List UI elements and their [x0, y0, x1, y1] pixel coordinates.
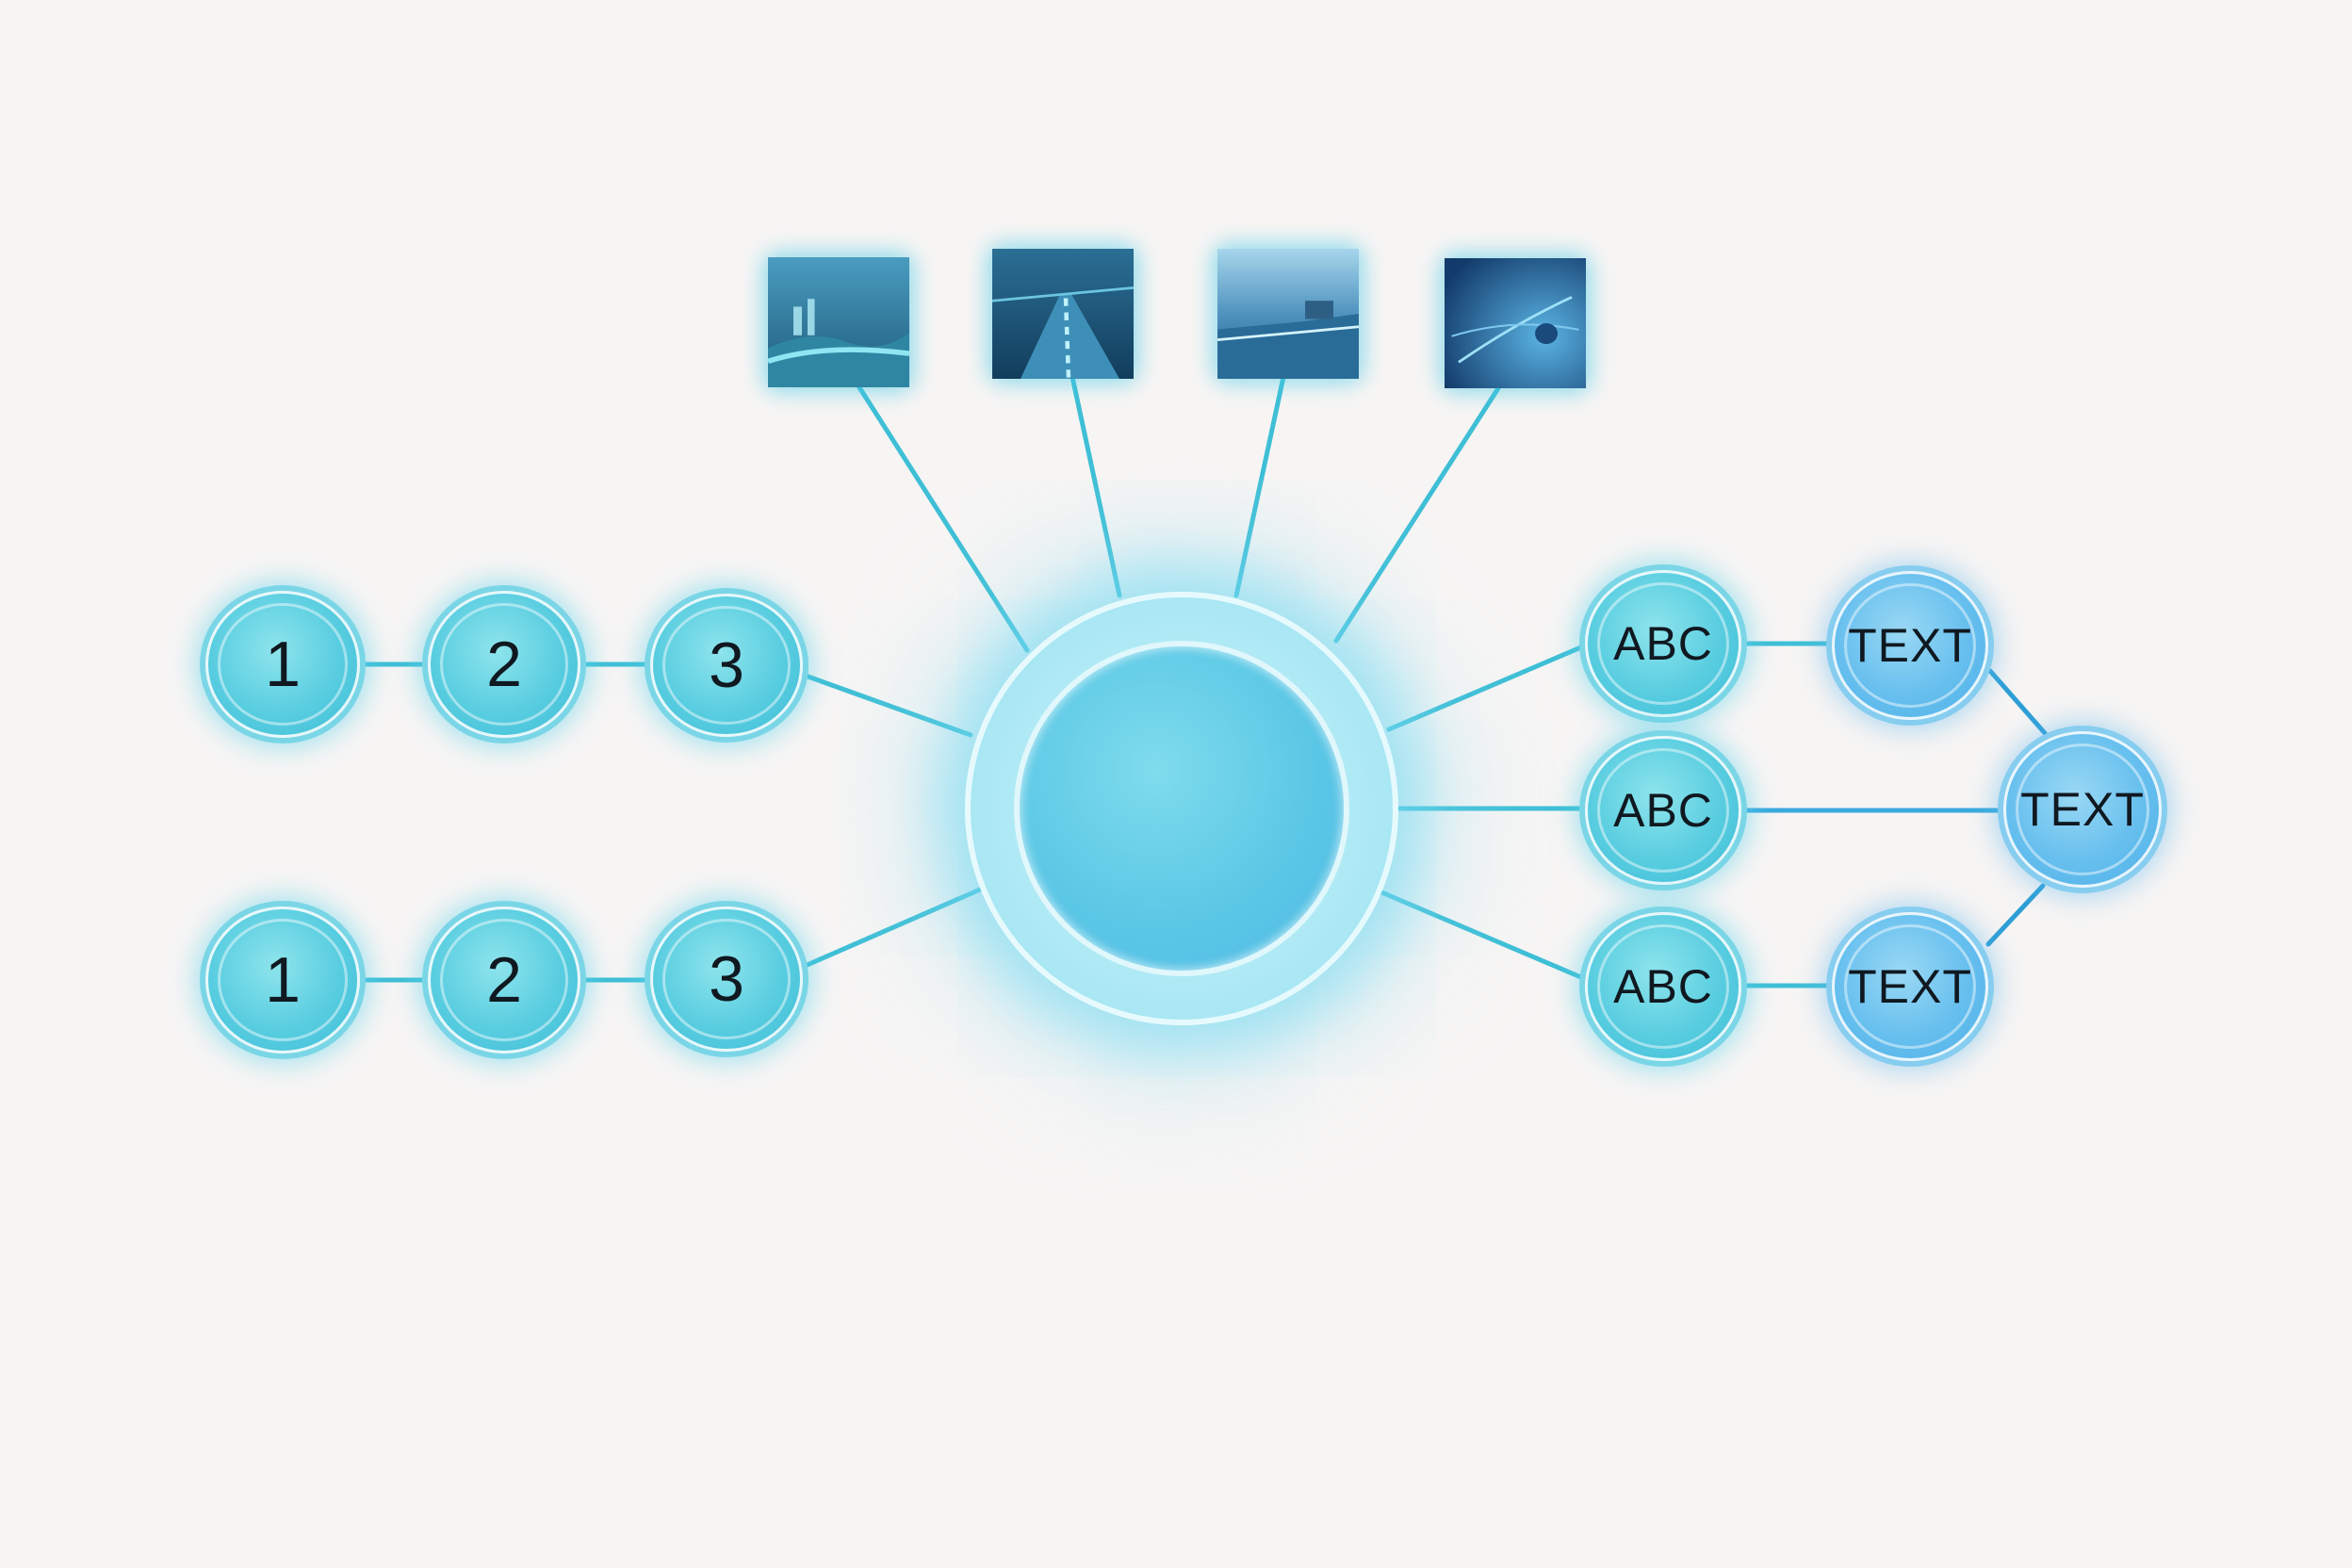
thumbnail-1[interactable] — [768, 257, 909, 387]
top-chain-node-3[interactable]: 3 — [650, 594, 803, 737]
branch-text-node-3[interactable]: TEXT — [1832, 912, 1988, 1061]
node-number: 2 — [486, 629, 522, 700]
branch-text-label: TEXT — [1848, 619, 1972, 672]
connector-thumb-4 — [1333, 385, 1501, 644]
connector-text-3-merge — [1985, 883, 2046, 947]
merge-text-label: TEXT — [2020, 783, 2145, 836]
branch-abc-label: ABC — [1613, 617, 1713, 670]
branch-abc-label: ABC — [1613, 960, 1713, 1013]
branch-abc-label: ABC — [1613, 784, 1713, 837]
thumbnail-2[interactable] — [992, 249, 1134, 379]
landscape-image-icon — [768, 257, 909, 387]
bottom-chain-node-3[interactable]: 3 — [650, 906, 803, 1052]
digital-tunnel-image-icon — [1445, 258, 1586, 388]
node-number: 1 — [265, 629, 301, 700]
top-chain-node-1[interactable]: 1 — [205, 591, 360, 738]
connector-hub-abc-1 — [1386, 644, 1586, 732]
central-hub-inner — [1014, 641, 1349, 976]
branch-text-label: TEXT — [1848, 960, 1972, 1013]
road-image-icon — [992, 249, 1134, 379]
node-number: 3 — [709, 943, 744, 1015]
node-number: 2 — [486, 944, 522, 1016]
connector-text-1-merge — [1987, 668, 2048, 736]
merge-text-node[interactable]: TEXT — [2003, 731, 2162, 888]
coastline-image-icon — [1217, 249, 1359, 379]
thumbnail-4[interactable] — [1445, 258, 1586, 388]
top-chain-node-2[interactable]: 2 — [428, 591, 580, 738]
node-number: 1 — [265, 944, 301, 1016]
bottom-chain-node-2[interactable]: 2 — [428, 906, 580, 1054]
connector-bottom-3-hub — [800, 887, 983, 970]
branch-abc-node-2[interactable]: ABC — [1585, 736, 1741, 885]
connector-thumb-3 — [1233, 374, 1286, 598]
central-hub[interactable] — [965, 592, 1398, 1025]
branch-text-node-1[interactable]: TEXT — [1832, 571, 1988, 720]
branch-abc-node-3[interactable]: ABC — [1585, 912, 1741, 1061]
branch-abc-node-1[interactable]: ABC — [1585, 570, 1741, 717]
connector-thumb-1 — [855, 382, 1030, 653]
connector-hub-abc-3 — [1377, 889, 1586, 981]
bottom-chain-node-1[interactable]: 1 — [205, 906, 360, 1054]
connector-top-3-hub — [800, 672, 973, 738]
thumbnail-3[interactable] — [1217, 249, 1359, 379]
node-number: 3 — [709, 629, 744, 701]
connector-thumb-2 — [1070, 374, 1122, 598]
